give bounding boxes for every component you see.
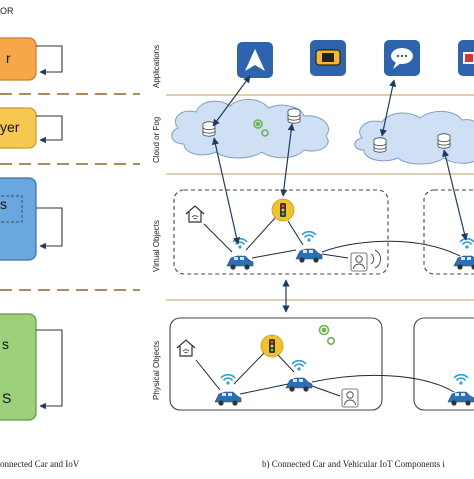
virtual-objects-box-left (173, 189, 389, 275)
car-icon (295, 248, 323, 264)
left-caption: onnected Car and IoV (0, 459, 80, 469)
traffic-light-icon (271, 198, 295, 222)
gears-icon (253, 119, 269, 137)
car-icon (453, 255, 474, 271)
left-block-2-text: yer (0, 119, 20, 135)
smart-home-icon (176, 339, 196, 357)
gears-icon (318, 324, 335, 345)
cross-layer-arrows (211, 75, 468, 313)
person-icon (341, 388, 359, 408)
physical-links (195, 352, 455, 397)
layer-label-virtual-objects: Virtual Objects (152, 220, 161, 272)
person-icon (350, 252, 368, 272)
physical-objects-box-left (169, 317, 383, 411)
navigation-arrow-icon (237, 42, 273, 78)
left-loop-arrow-3 (36, 207, 63, 250)
database-icon (202, 121, 216, 137)
left-panel (0, 37, 140, 421)
signal-waves-icon (370, 249, 382, 269)
left-block-1-text: r (6, 50, 11, 66)
cloud-left (171, 99, 329, 159)
wifi-icon (453, 373, 469, 386)
left-block-4 (0, 313, 37, 421)
wifi-icon (291, 359, 307, 372)
wifi-icon (232, 237, 248, 250)
right-caption: b) Connected Car and Vehicular IoT Compo… (262, 459, 445, 469)
car-icon (226, 255, 254, 271)
battery-icon (458, 40, 474, 76)
wifi-icon (459, 237, 474, 250)
car-icon (447, 391, 474, 407)
physical-objects-box-right (413, 317, 474, 411)
database-icon (287, 108, 301, 124)
left-inner-dashed-box (0, 195, 23, 223)
database-icon (437, 133, 451, 149)
smart-home-icon (185, 205, 205, 223)
game-console-icon (310, 40, 346, 76)
chat-bubble-icon (384, 40, 420, 76)
wifi-icon (301, 230, 317, 243)
traffic-light-icon (260, 334, 284, 358)
left-loop-arrow-2 (36, 115, 63, 144)
car-icon (214, 391, 242, 407)
wifi-icon (220, 373, 236, 386)
left-loop-arrow-1 (36, 45, 63, 76)
left-block-4-text-2: S (2, 390, 12, 406)
left-block-2 (0, 107, 37, 149)
layer-label-applications: Applications (152, 44, 161, 88)
virtual-links (203, 217, 461, 259)
left-panel-header: OR (0, 6, 14, 16)
left-block-3-text: s (0, 196, 7, 212)
left-block-3 (0, 177, 37, 261)
layer-label-cloud-or-fog: Cloud or Fog (152, 116, 161, 163)
car-icon (285, 377, 313, 393)
right-panel (166, 40, 474, 411)
left-block-1 (0, 37, 37, 81)
left-block-4-text-1: s (2, 336, 9, 352)
database-icon (373, 137, 387, 153)
left-loop-arrow-4 (36, 329, 63, 410)
layer-label-physical-objects: Physical Objects (152, 340, 161, 400)
cloud-right (354, 111, 474, 165)
